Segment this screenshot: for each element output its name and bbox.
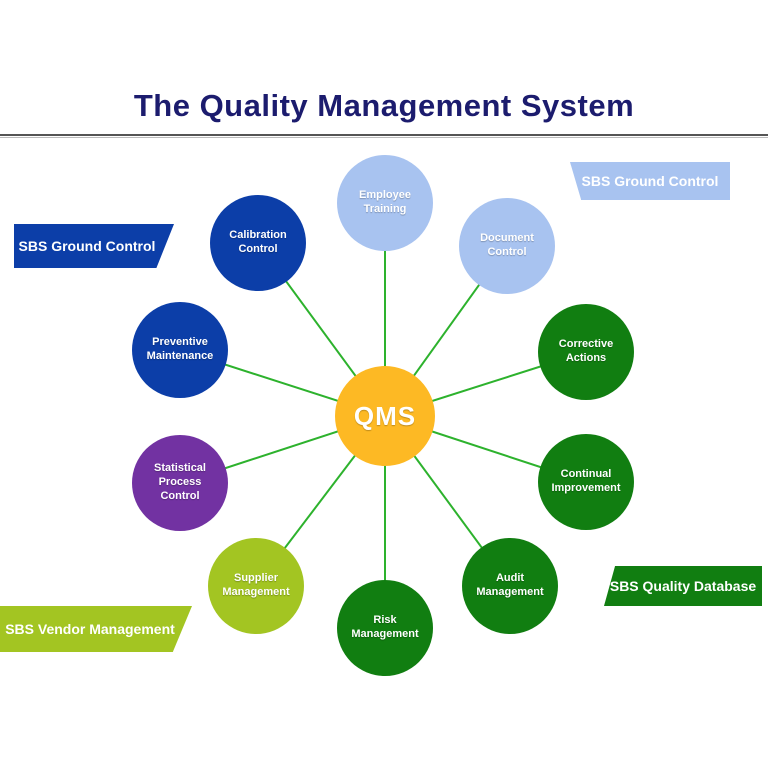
node-label: Corrective Actions: [558, 338, 614, 364]
node-qms-label: QMS: [353, 400, 417, 431]
banner-sbs-ground-control-right: SBS Ground Control: [570, 162, 730, 200]
node-label: Employee Training: [359, 189, 411, 215]
node-calibration-control: Calibration Control: [210, 195, 306, 291]
page-title: The Quality Management System: [133, 88, 635, 123]
node-supplier-management: Supplier Management: [208, 538, 304, 634]
banner-sbs-quality-database: SBS Quality Database: [604, 566, 762, 606]
node-label: Statistical Process Control: [154, 462, 206, 502]
banner-sbs-ground-control-left: SBS Ground Control: [14, 224, 174, 268]
banner-label: SBS Ground Control: [581, 173, 719, 189]
node-document-control: Document Control: [459, 198, 555, 294]
node-risk-management: Risk Management: [337, 580, 433, 676]
node-label: Audit Management: [476, 572, 544, 598]
title-divider: [0, 134, 768, 138]
node-label: Document Control: [480, 232, 534, 258]
banner-label: SBS Vendor Management: [5, 621, 175, 637]
node-label: Preventive Maintenance: [146, 336, 214, 362]
banner-label: SBS Ground Control: [18, 238, 156, 254]
node-statistical-process-control: Statistical Process Control: [132, 435, 228, 531]
node-qms-hub: QMS: [335, 366, 435, 466]
banner-sbs-vendor-management: SBS Vendor Management: [0, 606, 192, 652]
banner-label: SBS Quality Database: [609, 578, 757, 594]
node-corrective-actions: Corrective Actions: [538, 304, 634, 400]
node-continual-improvement: Continual Improvement: [538, 434, 634, 530]
node-label: Supplier Management: [222, 572, 290, 598]
node-label: Continual Improvement: [551, 468, 621, 494]
node-preventive-maintenance: Preventive Maintenance: [132, 302, 228, 398]
node-label: Risk Management: [351, 614, 419, 640]
node-audit-management: Audit Management: [462, 538, 558, 634]
node-employee-training: Employee Training: [337, 155, 433, 251]
node-label: Calibration Control: [229, 229, 287, 255]
